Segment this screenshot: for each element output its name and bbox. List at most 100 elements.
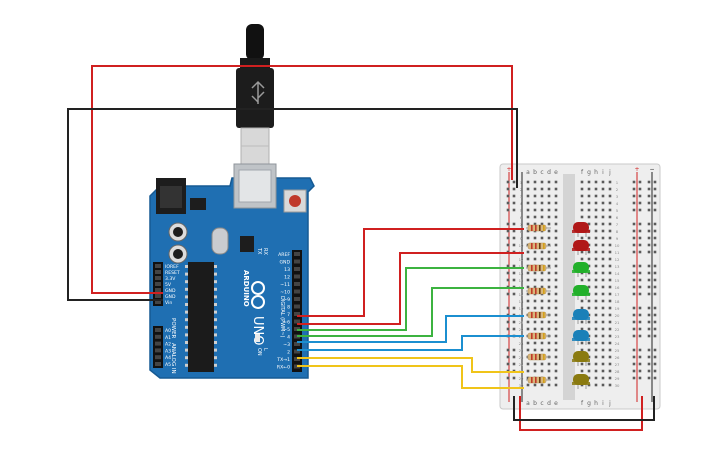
rail-hole[interactable] [632, 194, 636, 198]
breadboard-hole[interactable] [533, 222, 537, 226]
rail-hole[interactable] [653, 313, 657, 317]
breadboard-hole[interactable] [601, 222, 605, 226]
rail-hole[interactable] [638, 306, 642, 310]
breadboard-hole[interactable] [547, 257, 551, 261]
breadboard-hole[interactable] [547, 208, 551, 212]
breadboard-hole[interactable] [608, 243, 612, 247]
rail-hole[interactable] [653, 362, 657, 366]
breadboard-hole[interactable] [526, 187, 530, 191]
breadboard-hole[interactable] [587, 348, 591, 352]
rail-hole[interactable] [653, 348, 657, 352]
breadboard-hole[interactable] [608, 285, 612, 289]
breadboard-hole[interactable] [608, 383, 612, 387]
rail-hole[interactable] [647, 376, 651, 380]
breadboard-hole[interactable] [540, 383, 544, 387]
breadboard-hole[interactable] [540, 278, 544, 282]
rail-hole[interactable] [647, 208, 651, 212]
breadboard-hole[interactable] [533, 362, 537, 366]
breadboard-hole[interactable] [601, 355, 605, 359]
rail-hole[interactable] [512, 236, 516, 240]
rail-hole[interactable] [512, 229, 516, 233]
breadboard-hole[interactable] [594, 334, 598, 338]
breadboard-hole[interactable] [554, 320, 558, 324]
breadboard-hole[interactable] [608, 201, 612, 205]
breadboard-hole[interactable] [540, 215, 544, 219]
breadboard-hole[interactable] [601, 180, 605, 184]
breadboard-hole[interactable] [594, 208, 598, 212]
breadboard-hole[interactable] [540, 299, 544, 303]
rail-hole[interactable] [506, 292, 510, 296]
rail-hole[interactable] [647, 327, 651, 331]
rail-hole[interactable] [653, 369, 657, 373]
breadboard-hole[interactable] [608, 341, 612, 345]
rail-hole[interactable] [506, 348, 510, 352]
breadboard-hole[interactable] [601, 278, 605, 282]
breadboard-hole[interactable] [608, 313, 612, 317]
breadboard-hole[interactable] [554, 208, 558, 212]
breadboard-hole[interactable] [540, 236, 544, 240]
breadboard-hole[interactable] [554, 313, 558, 317]
breadboard-hole[interactable] [580, 194, 584, 198]
breadboard-hole[interactable] [554, 194, 558, 198]
resistor[interactable] [526, 287, 551, 295]
rail-hole[interactable] [647, 334, 651, 338]
breadboard-hole[interactable] [594, 327, 598, 331]
rail-hole[interactable] [653, 306, 657, 310]
rail-hole[interactable] [632, 278, 636, 282]
breadboard-hole[interactable] [526, 236, 530, 240]
breadboard-hole[interactable] [533, 194, 537, 198]
rail-hole[interactable] [506, 243, 510, 247]
breadboard-hole[interactable] [554, 285, 558, 289]
breadboard-hole[interactable] [547, 292, 551, 296]
breadboard-hole[interactable] [594, 320, 598, 324]
rail-hole[interactable] [638, 250, 642, 254]
breadboard-hole[interactable] [608, 208, 612, 212]
breadboard-hole[interactable] [533, 299, 537, 303]
breadboard-hole[interactable] [601, 208, 605, 212]
breadboard-hole[interactable] [554, 187, 558, 191]
breadboard-hole[interactable] [554, 229, 558, 233]
breadboard-hole[interactable] [526, 369, 530, 373]
breadboard-hole[interactable] [580, 215, 584, 219]
breadboard-hole[interactable] [526, 180, 530, 184]
rail-hole[interactable] [632, 201, 636, 205]
breadboard-hole[interactable] [554, 243, 558, 247]
breadboard-hole[interactable] [601, 376, 605, 380]
rail-hole[interactable] [512, 327, 516, 331]
rail-hole[interactable] [653, 327, 657, 331]
rail-hole[interactable] [638, 320, 642, 324]
rail-hole[interactable] [647, 355, 651, 359]
rail-hole[interactable] [647, 201, 651, 205]
rail-hole[interactable] [653, 194, 657, 198]
rail-hole[interactable] [638, 208, 642, 212]
breadboard-hole[interactable] [526, 208, 530, 212]
rail-hole[interactable] [512, 320, 516, 324]
breadboard-hole[interactable] [526, 271, 530, 275]
breadboard-hole[interactable] [526, 362, 530, 366]
rail-hole[interactable] [632, 208, 636, 212]
breadboard-hole[interactable] [608, 257, 612, 261]
rail-hole[interactable] [638, 243, 642, 247]
breadboard-hole[interactable] [587, 362, 591, 366]
breadboard-hole[interactable] [587, 201, 591, 205]
breadboard-hole[interactable] [554, 362, 558, 366]
breadboard-hole[interactable] [580, 180, 584, 184]
breadboard-hole[interactable] [554, 180, 558, 184]
rail-hole[interactable] [638, 334, 642, 338]
breadboard-hole[interactable] [587, 369, 591, 373]
rail-hole[interactable] [653, 187, 657, 191]
breadboard-hole[interactable] [533, 201, 537, 205]
breadboard-hole[interactable] [540, 320, 544, 324]
rail-hole[interactable] [647, 285, 651, 289]
breadboard-hole[interactable] [526, 194, 530, 198]
breadboard-hole[interactable] [601, 341, 605, 345]
rail-hole[interactable] [632, 355, 636, 359]
breadboard-hole[interactable] [540, 327, 544, 331]
rail-hole[interactable] [632, 320, 636, 324]
rail-hole[interactable] [506, 306, 510, 310]
rail-hole[interactable] [638, 278, 642, 282]
breadboard-hole[interactable] [594, 313, 598, 317]
resistor[interactable] [526, 264, 551, 272]
breadboard-hole[interactable] [580, 278, 584, 282]
rail-hole[interactable] [647, 320, 651, 324]
